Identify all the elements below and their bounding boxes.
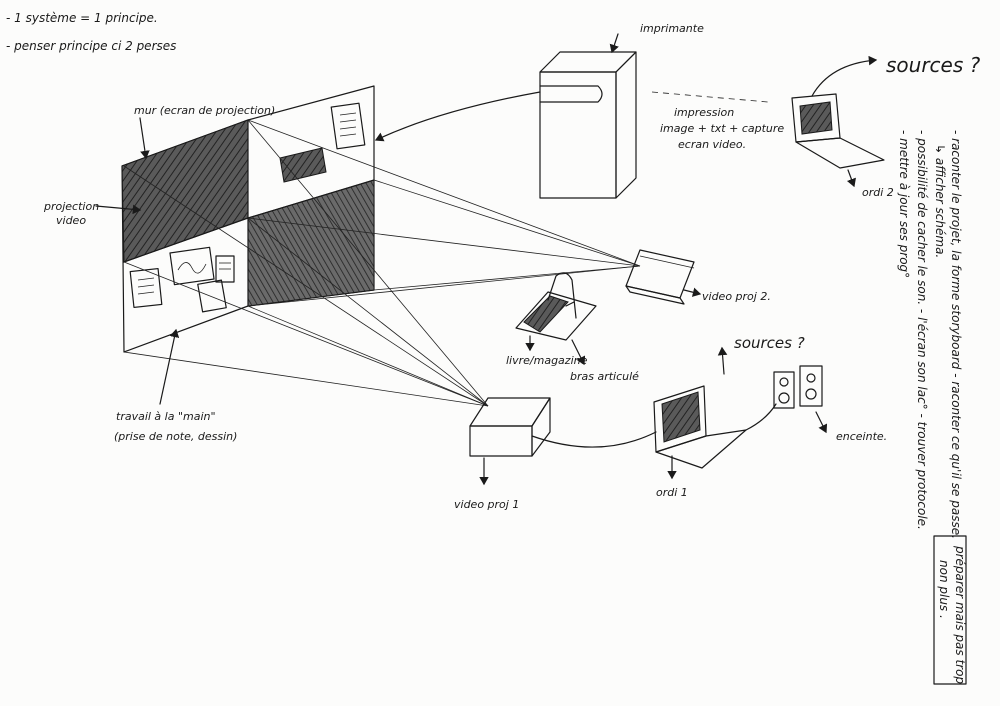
video-projector-2 [625,249,695,305]
boxed-note-2: non plus . [937,560,951,619]
boxed-note: préparer mais pas trop [953,545,967,684]
laptop-ordi-1 [653,385,747,469]
label-travail-2: (prise de note, dessin) [114,430,237,443]
label-video-proj-1: video proj 1 [454,498,519,511]
label-video-proj-2: video proj 2. [702,290,771,303]
side-notes: - raconter le projet, la forme storyboar… [897,130,967,685]
note-line-1: - 1 système = 1 principe. [6,11,158,25]
projection-beams-1 [123,119,489,407]
printer [539,51,637,199]
laptop-ordi-2 [791,93,885,169]
label-enceinte: enceinte. [836,430,887,443]
label-impression-1: impression [674,106,734,119]
label-imprimante: imprimante [640,22,704,35]
note-line-2: - penser principe ci 2 perses [6,39,176,53]
video-projector-1 [469,397,551,457]
label-mur: mur (ecran de projection) [134,104,275,117]
book-and-arm [515,272,597,341]
side-note-4: - mettre à jour ses prog° [897,130,911,278]
label-sources-mid: sources ? [734,334,805,352]
label-livre-magazine: livre/magazine [506,354,588,367]
side-note-3: - possibilité de cacher le son. - l'écra… [915,130,929,530]
speakers [773,365,823,409]
label-impression-3: ecran video. [678,138,746,151]
label-sources-top: sources ? [886,53,981,77]
label-bras-articule: bras articulé [570,370,639,383]
side-note-1: - raconter le projet, la forme storyboar… [949,130,963,539]
label-ordi-1: ordi 1 [656,486,688,499]
side-note-2: ↳ afficher schéma. [933,144,947,258]
label-impression-2: image + txt + capture [660,122,784,135]
label-projection: projection [43,200,99,213]
label-video: video [56,214,86,227]
label-travail-1: travail à la "main" [116,410,216,423]
boxed-note-frame [933,535,967,685]
label-ordi-2: ordi 2 [862,186,894,199]
projection-wall [121,85,375,353]
projection-beams-2 [247,119,641,307]
